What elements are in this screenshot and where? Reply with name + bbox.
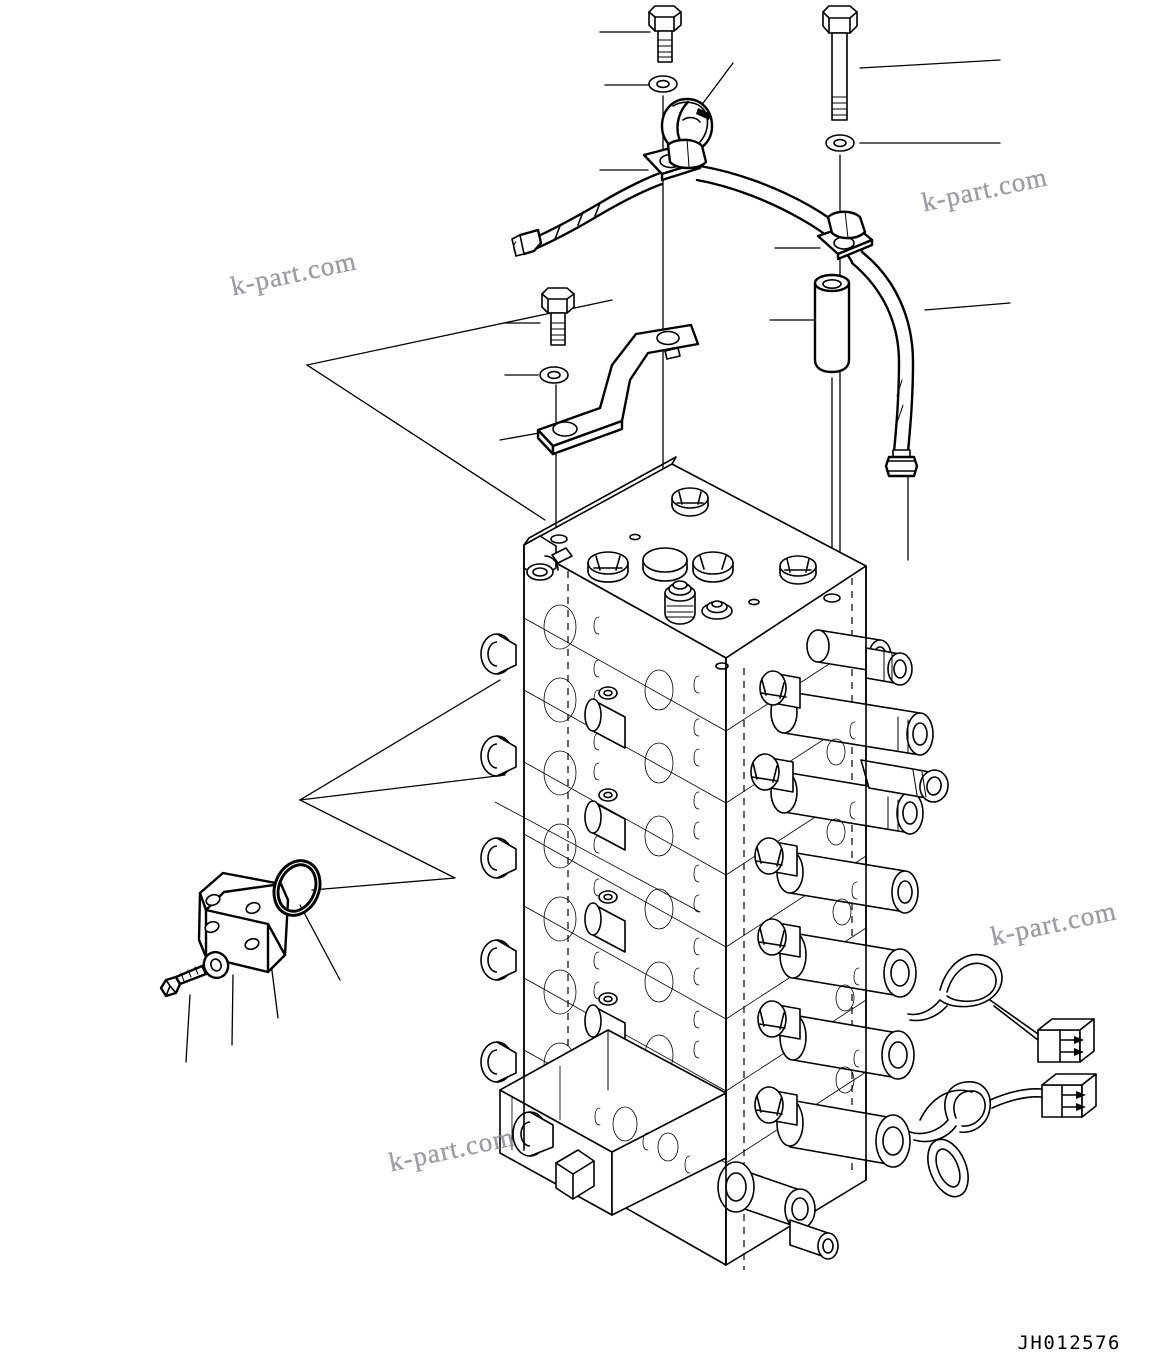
hose-clamp-junction xyxy=(642,97,714,182)
valve-top-fittings xyxy=(550,487,841,670)
valve-upper-right-fittings xyxy=(806,629,913,686)
z-shaped-mounting-bracket xyxy=(536,323,700,456)
hex-head-bolt-short-bracket xyxy=(541,287,575,346)
port-cover-plate xyxy=(197,871,290,974)
flat-washer-bracket xyxy=(539,366,569,384)
valve-base-block xyxy=(499,1029,839,1260)
valve-lower-right-flange xyxy=(919,1089,973,1198)
hex-head-bolt-long-upper-right xyxy=(822,5,858,121)
valve-wire-harness-connectors xyxy=(907,953,1097,1143)
hydraulic-drain-hose-assembly xyxy=(511,164,919,478)
o-ring-seal xyxy=(272,859,322,917)
valve-left-face-ports xyxy=(480,604,700,1149)
multiple-control-valve-body xyxy=(480,456,1097,1270)
hex-head-bolt-short-upper-left xyxy=(648,5,682,63)
flat-washer-upper-right xyxy=(825,134,855,152)
spacer-collar-tube xyxy=(813,273,851,374)
valve-top-left-corner-fitting xyxy=(523,535,573,581)
valve-foreground-edges xyxy=(299,799,701,913)
hex-head-bolt-small-cover-plate xyxy=(159,964,208,998)
flat-washer-upper-left xyxy=(648,75,678,93)
part-number-label: JH012576 xyxy=(1017,1332,1121,1354)
